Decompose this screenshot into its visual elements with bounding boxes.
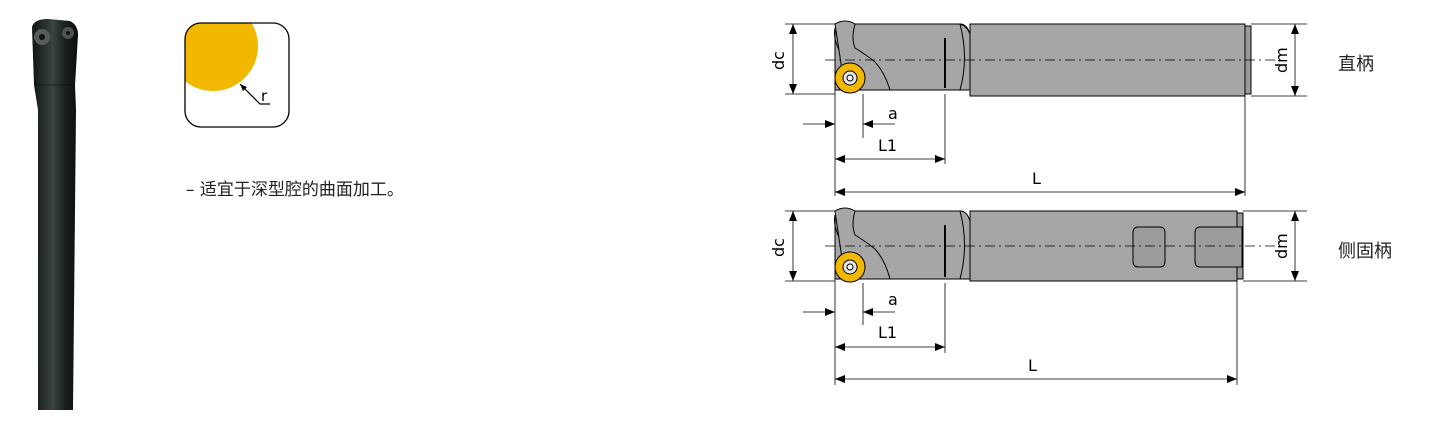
side-lock-shank-drawing: dc dm a L1 L bbox=[769, 207, 1307, 385]
round-insert-shape bbox=[185, 23, 258, 91]
insert-radius-symbol: r bbox=[184, 22, 290, 128]
feature-note: – 适宜于深型腔的曲面加工。 bbox=[186, 180, 404, 200]
side-lock-shank-title: 侧固柄 bbox=[1338, 241, 1392, 262]
dc-label: dc bbox=[769, 51, 788, 70]
tool-photo bbox=[32, 19, 78, 410]
l-label: L bbox=[1032, 169, 1041, 188]
a-label: a bbox=[888, 104, 898, 123]
straight-shank-drawing: dc dm a L1 L bbox=[769, 20, 1307, 196]
l1-label: L1 bbox=[878, 136, 897, 155]
l-label: L bbox=[1028, 356, 1037, 375]
dm-label: dm bbox=[1272, 233, 1291, 259]
dm-label: dm bbox=[1272, 47, 1291, 73]
l1-label: L1 bbox=[878, 323, 897, 342]
dc-label: dc bbox=[769, 238, 788, 257]
a-label: a bbox=[888, 290, 898, 309]
radius-label: r bbox=[261, 87, 268, 105]
straight-shank-title: 直柄 bbox=[1338, 54, 1374, 75]
